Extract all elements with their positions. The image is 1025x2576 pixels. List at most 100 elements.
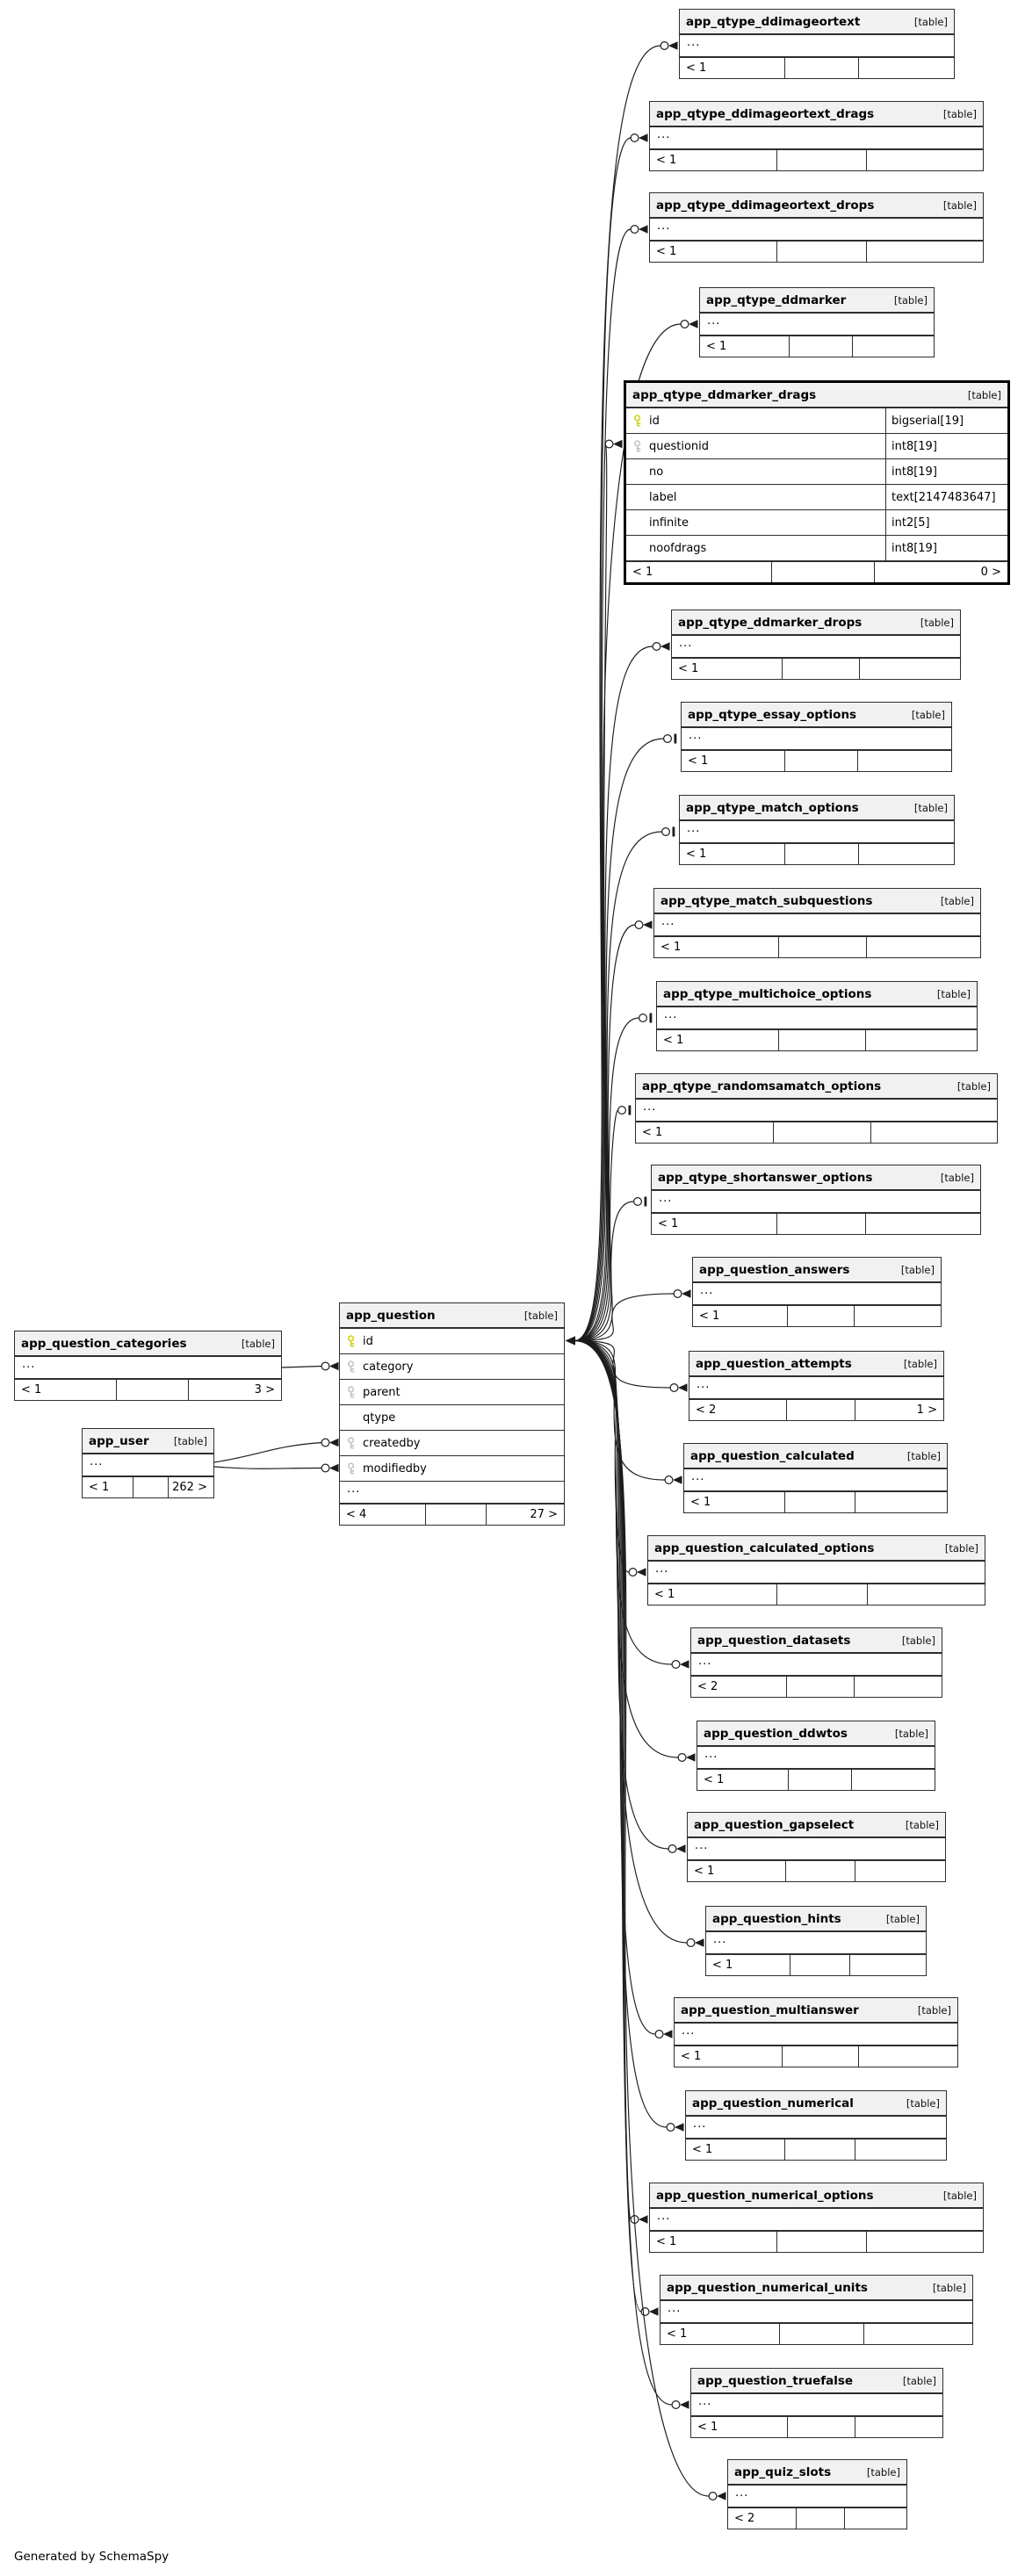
table-app_question_answers[interactable]: app_question_answers[table]...< 1 [692,1257,942,1327]
table-header[interactable]: app_question_ddwtos[table] [697,1721,935,1747]
footer-children-count [854,1306,941,1326]
footer-middle-cell [777,937,866,957]
table-footer: < 2 [728,2507,906,2529]
relationship-line [574,1293,675,1342]
table-app_qtype_match_options[interactable]: app_qtype_match_options[table]...< 1 [679,795,955,865]
table-tag: [table] [894,1727,928,1740]
table-header[interactable]: app_qtype_ddimageortext_drags[table] [650,102,983,127]
table-footer: < 1 [680,843,954,864]
table-app_question_calculated[interactable]: app_question_calculated[table]...< 1 [683,1443,948,1513]
table-header[interactable]: app_qtype_ddimageortext_drops[table] [650,193,983,219]
table-header[interactable]: app_question_calculated_options[table] [648,1536,985,1562]
table-header[interactable]: app_question_gapselect[table] [688,1813,945,1838]
footer-parents-count: < 1 [642,1126,663,1139]
table-app_qtype_ddimageortext_drops[interactable]: app_qtype_ddimageortext_drops[table]...<… [649,192,984,263]
zero-circle-marker [664,1475,674,1484]
column-row-id: id [340,1329,564,1354]
table-header[interactable]: app_qtype_ddmarker_drags[table] [626,383,1007,408]
table-header[interactable]: app_question_hints[table] [706,1907,926,1932]
table-header[interactable]: app_qtype_randomsamatch_options[table] [636,1074,997,1100]
table-header[interactable]: app_qtype_multichoice_options[table] [657,982,977,1007]
column-row-parent: parent [340,1380,564,1405]
footer-parents-count: < 1 [690,1496,711,1509]
footer-parents-count: < 1 [660,941,682,954]
table-app_qtype_multichoice_options[interactable]: app_qtype_multichoice_options[table]...<… [656,981,978,1051]
table-header[interactable]: app_user[table] [83,1429,213,1454]
table-tag: [table] [920,616,954,629]
zero-circle-marker [652,641,661,651]
table-header[interactable]: app_question[table] [340,1303,564,1329]
table-header[interactable]: app_qtype_ddmarker_drops[table] [672,610,960,636]
table-header[interactable]: app_question_datasets[table] [691,1628,942,1654]
table-header[interactable]: app_question_numerical[table] [686,2091,946,2117]
table-app_question_numerical_units[interactable]: app_question_numerical_units[table]...< … [660,2275,973,2345]
table-header[interactable]: app_qtype_essay_options[table] [682,703,951,728]
table-app_qtype_shortanswer_options[interactable]: app_qtype_shortanswer_options[table]...<… [651,1165,981,1235]
table-header[interactable]: app_qtype_match_subquestions[table] [654,889,980,914]
table-header[interactable]: app_question_numerical_options[table] [650,2183,983,2209]
table-header[interactable]: app_question_answers[table] [693,1258,941,1283]
ellipsis-row: ... [706,1932,926,1954]
relationship-line [574,137,632,1342]
table-app_qtype_ddimageortext[interactable]: app_qtype_ddimageortext[table]...< 1 [679,9,955,79]
table-app_question_datasets[interactable]: app_question_datasets[table]...< 2 [690,1627,942,1698]
table-header[interactable]: app_qtype_ddmarker[table] [700,288,934,314]
table-app_qtype_essay_options[interactable]: app_qtype_essay_options[table]...< 1 [681,702,952,772]
ellipsis-row: ... [728,2486,906,2507]
ellipsis-row: ... [689,1377,943,1399]
table-name: app_question_hints [712,1911,841,1926]
table-app_qtype_ddmarker[interactable]: app_qtype_ddmarker[table]...< 1 [699,287,935,357]
table-app_question_numerical[interactable]: app_question_numerical[table]...< 1 [685,2090,947,2161]
footer-parents-count: < 1 [692,2143,713,2156]
cardinality-marker [660,642,670,651]
foreign-key-icon [347,1386,354,1398]
column-name: createdby [363,1436,421,1450]
table-app_qtype_ddimageortext_drags[interactable]: app_qtype_ddimageortext_drags[table]...<… [649,101,984,171]
footer-parents-count: < 1 [688,754,709,768]
table-app_question_truefalse[interactable]: app_question_truefalse[table]...< 1 [690,2368,943,2438]
cardinality-marker [675,2123,684,2132]
column-name: label [649,490,677,504]
footer-parents-count: < 2 [696,1403,717,1417]
table-name: app_qtype_ddmarker_drags [632,387,817,402]
table-footer: < 1 [672,658,960,679]
table-header[interactable]: app_question_attempts[table] [689,1352,943,1377]
table-header[interactable]: app_question_numerical_units[table] [660,2276,972,2301]
table-header[interactable]: app_qtype_shortanswer_options[table] [652,1165,980,1191]
footer-middle-cell [785,1861,855,1881]
foreign-key-icon [347,1462,354,1475]
key-slot [626,415,649,427]
column-type: int8[19] [885,536,1007,560]
table-tag: [table] [906,2096,940,2110]
table-header[interactable]: app_qtype_ddimageortext[table] [680,10,954,35]
table-header[interactable]: app_question_calculated[table] [684,1444,947,1469]
table-app_question_calculated_options[interactable]: app_question_calculated_options[table]..… [647,1535,985,1605]
table-header[interactable]: app_quiz_slots[table] [728,2460,906,2486]
table-footer: < 1 [686,2139,946,2160]
table-app_qtype_randomsamatch_options[interactable]: app_qtype_randomsamatch_options[table]..… [635,1073,998,1144]
table-app_question_hints[interactable]: app_question_hints[table]...< 1 [705,1906,927,1976]
table-header[interactable]: app_question_multianswer[table] [675,1998,957,2024]
table-header[interactable]: app_question_categories[table] [15,1331,281,1357]
table-app_question_ddwtos[interactable]: app_question_ddwtos[table]...< 1 [697,1721,935,1791]
table-header[interactable]: app_qtype_match_options[table] [680,796,954,821]
table-app_qtype_match_subquestions[interactable]: app_qtype_match_subquestions[table]...< … [653,888,981,958]
relationship-line [574,924,636,1342]
table-header[interactable]: app_question_truefalse[table] [691,2369,942,2394]
foreign-key-icon [347,1360,354,1373]
table-app_question_multianswer[interactable]: app_question_multianswer[table]...< 1 [674,1997,958,2067]
table-app_quiz_slots[interactable]: app_quiz_slots[table]...< 2 [727,2459,907,2529]
cardinality-marker [643,920,653,929]
cardinality-marker [649,2307,659,2316]
table-app_qtype_ddmarker_drops[interactable]: app_qtype_ddmarker_drops[table]...< 1 [671,610,961,680]
table-app_question_gapselect[interactable]: app_question_gapselect[table]...< 1 [687,1812,946,1882]
table-app_question_numerical_options[interactable]: app_question_numerical_options[table]...… [649,2183,984,2253]
